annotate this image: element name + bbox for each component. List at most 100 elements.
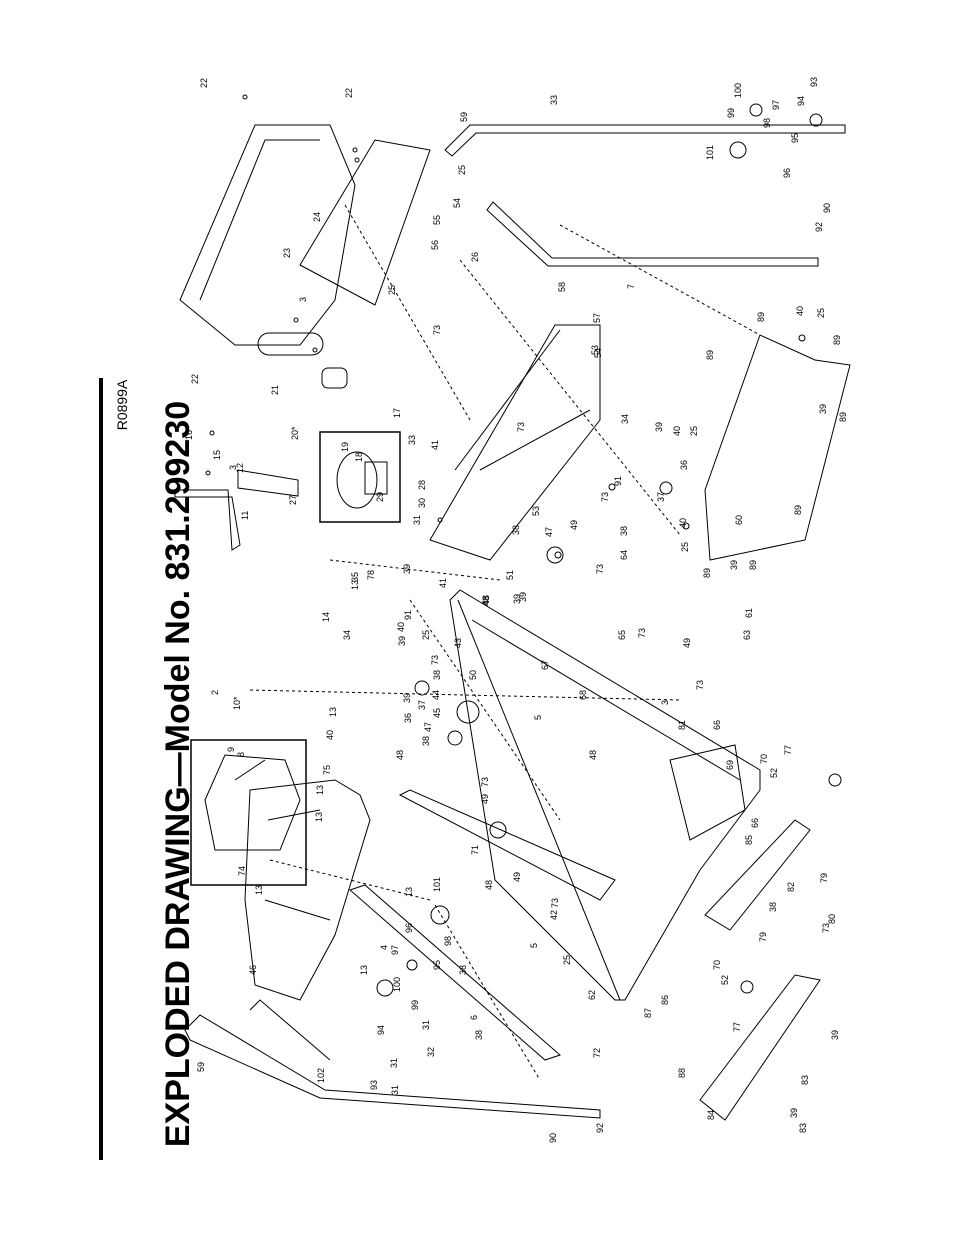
callout: 23 xyxy=(282,248,292,258)
callout: 39 xyxy=(518,592,528,602)
callout: 98 xyxy=(443,936,453,946)
callout: 38 xyxy=(619,526,629,536)
callout: 40 xyxy=(672,426,682,436)
callout: 96 xyxy=(404,923,414,933)
callout: 91 xyxy=(613,476,623,486)
drive-belt xyxy=(237,469,299,497)
callout: 11 xyxy=(240,511,250,520)
callout: 63 xyxy=(742,630,752,640)
callout: 38 xyxy=(511,525,521,535)
callout: 94 xyxy=(796,96,806,106)
callout: 38 xyxy=(432,670,442,680)
callout: 64 xyxy=(619,550,629,560)
callout: 47 xyxy=(544,527,554,537)
callout: 42 xyxy=(549,910,559,920)
callout: 39 xyxy=(729,560,739,570)
callout: 52 xyxy=(769,768,779,778)
side-rail-5 xyxy=(398,789,616,901)
callout: 48 xyxy=(481,595,491,605)
callout: 74 xyxy=(237,866,247,876)
handrail-right xyxy=(486,201,819,267)
callout: 49 xyxy=(682,638,692,648)
callout: 53 xyxy=(531,506,541,516)
motor-hood xyxy=(179,124,356,346)
callout: 73 xyxy=(430,655,440,665)
callout: 73 xyxy=(637,628,647,638)
callout: 3 xyxy=(660,700,670,705)
callout: 49 xyxy=(512,872,522,882)
callout: 15 xyxy=(212,450,222,460)
callout: 90 xyxy=(822,203,832,213)
callout: 28 xyxy=(417,480,427,490)
callout: 48 xyxy=(484,880,494,890)
callout: 73 xyxy=(595,564,605,574)
callout: 40 xyxy=(795,306,805,316)
callout: 77 xyxy=(732,1022,742,1032)
callout: 97 xyxy=(390,945,400,955)
callout: 24 xyxy=(312,212,322,222)
callout: 31 xyxy=(421,1020,431,1030)
callout: 40 xyxy=(678,518,688,528)
callout: 80 xyxy=(827,914,837,924)
callout: 73 xyxy=(516,422,526,432)
callout: 48 xyxy=(481,596,491,606)
callout: 25 xyxy=(816,308,826,318)
callout: 85 xyxy=(744,835,754,845)
callout: 91 xyxy=(403,610,413,620)
callout: 50 xyxy=(468,670,478,680)
callout: 73 xyxy=(600,492,610,502)
callout: 66 xyxy=(750,818,760,828)
callout: 39 xyxy=(402,564,412,574)
callout: 31 xyxy=(389,1058,399,1068)
callout: 101 xyxy=(705,145,715,160)
console-frame xyxy=(299,139,431,306)
callout: 55 xyxy=(432,215,442,225)
callout: 73 xyxy=(480,777,490,787)
callout: 97 xyxy=(771,100,781,110)
callout: 58 xyxy=(557,282,567,292)
callout: 65 xyxy=(617,630,627,640)
callout: 89 xyxy=(838,412,848,422)
callout: 73 xyxy=(695,680,705,690)
base-frame xyxy=(429,324,601,561)
callout: 31 xyxy=(412,515,422,525)
callout: 13 xyxy=(404,887,414,897)
callout: 13 xyxy=(315,785,325,795)
callout: 96 xyxy=(782,168,792,178)
callout: 36 xyxy=(679,460,689,470)
callout: 21 xyxy=(270,385,280,395)
callout: 34 xyxy=(620,414,630,424)
roller-21b xyxy=(321,367,348,389)
callout: 47 xyxy=(423,722,433,732)
callout: 39 xyxy=(818,404,828,414)
callout: 31 xyxy=(390,1085,400,1095)
callout: 84 xyxy=(706,1110,716,1120)
callout: 83 xyxy=(800,1075,810,1085)
callout: 93 xyxy=(809,77,819,87)
callout: 99 xyxy=(410,1000,420,1010)
callout: 18 xyxy=(354,452,364,462)
pan-85 xyxy=(669,744,746,841)
callout: 89 xyxy=(756,312,766,322)
foot-84 xyxy=(699,974,821,1121)
callout: 14 xyxy=(321,612,331,622)
callout: 10* xyxy=(232,696,242,710)
callout: 56 xyxy=(430,240,440,250)
callout: 70 xyxy=(712,960,722,970)
callout: 49 xyxy=(480,794,490,804)
callout: 43 xyxy=(453,638,463,648)
callout: 22 xyxy=(344,88,354,98)
callout: 78 xyxy=(366,570,376,580)
callout: 83 xyxy=(798,1123,808,1133)
callout: 39 xyxy=(402,693,412,703)
callout: 25 xyxy=(457,165,467,175)
callout: 52 xyxy=(720,975,730,985)
callout: 13 xyxy=(314,812,324,822)
callout: 89 xyxy=(748,560,758,570)
callout: 2 xyxy=(210,690,220,695)
callout: 38 xyxy=(768,902,778,912)
callout: 16 xyxy=(184,430,194,440)
callout: 38 xyxy=(474,1030,484,1040)
callout: 44 xyxy=(431,690,441,700)
